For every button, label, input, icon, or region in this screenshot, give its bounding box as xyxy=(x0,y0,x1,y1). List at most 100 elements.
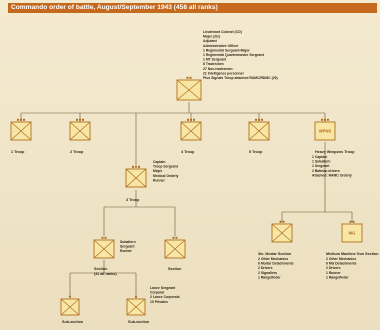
troop-symbol xyxy=(248,118,270,141)
echelon-mark xyxy=(349,220,352,223)
heavy-weapons-detail-line: 1 Subaltern xyxy=(312,160,330,164)
section-detail-line: Subaltern xyxy=(120,240,136,244)
unit-symbol-cross xyxy=(164,239,186,259)
subsection-label: Sub-section xyxy=(128,320,150,324)
heavy-weapons-detail-line: 2 Batman-drivers xyxy=(312,169,340,173)
echelon-mark xyxy=(132,165,134,168)
echelon-mark xyxy=(104,236,107,239)
echelon-mark xyxy=(352,220,355,223)
hq-detail-line: Adjutant xyxy=(203,39,218,43)
echelon-mark xyxy=(101,236,104,239)
mg-detail-line: 2 Drivers xyxy=(326,266,341,270)
subsection-detail-line: Corporal xyxy=(150,291,164,295)
mortar-detail-line: 2 Signallers xyxy=(258,271,277,275)
unit-symbol-frame xyxy=(341,223,363,243)
mg-section-label: Medium Machine Gun Section xyxy=(326,252,379,256)
hq-detail-line: 1 Regimental Quartermaster Sergeant xyxy=(203,53,265,57)
mg-section-symbol: MG xyxy=(341,220,363,243)
echelon-mark xyxy=(135,165,137,168)
subsection-symbol xyxy=(60,295,80,316)
troop3-symbol xyxy=(125,165,147,188)
echelon-mark xyxy=(321,118,323,121)
subsection-detail-line: Lance Sergeant xyxy=(150,286,176,290)
hq-detail-line: Lieutenant Colonel (CO) xyxy=(203,30,242,34)
mg-detail-line: 1 Runner xyxy=(326,271,341,275)
echelon-mark xyxy=(172,236,175,239)
echelon-mark xyxy=(17,118,19,121)
section-detail-line: Sergeant xyxy=(120,245,135,249)
echelon-mark xyxy=(282,220,285,223)
troop3-detail-line: Captain xyxy=(153,160,165,164)
troop-symbol xyxy=(69,118,91,141)
troop-symbol xyxy=(10,118,32,141)
echelon-mark xyxy=(76,118,78,121)
mg-detail-line: 2 Other Mechanics xyxy=(326,257,356,261)
echelon-mark xyxy=(69,295,71,298)
echelon-mark xyxy=(193,118,195,121)
troop-symbol: WPNS xyxy=(314,118,336,141)
mortar-detail-line: 2 Drivers xyxy=(258,266,273,270)
echelon-mark xyxy=(190,118,192,121)
echelon-mark xyxy=(20,118,22,121)
troop-label: 1 Troop xyxy=(11,150,25,154)
mortar-detail-line: 1 Rangefinder xyxy=(258,275,281,279)
troop3-detail-line: Troop Sergeant xyxy=(153,165,179,169)
troop3-label: 3 Troop xyxy=(126,198,140,202)
echelon-mark xyxy=(258,118,260,121)
hq-detail-line: Plus Signals Troop attached RAMC/RDMC (2… xyxy=(203,76,278,80)
echelon-mark xyxy=(175,236,178,239)
chart-title: Commando order of battle, August/Septemb… xyxy=(8,3,377,13)
unit-symbol-cross xyxy=(69,121,91,141)
section-symbol xyxy=(93,236,115,259)
echelon-mark xyxy=(327,118,329,121)
troop-label: 2 Troop xyxy=(70,150,84,154)
unit-symbol-cross xyxy=(180,121,202,141)
unit-symbol-cross xyxy=(60,298,80,316)
echelon-mark xyxy=(261,118,263,121)
unit-symbol-cross xyxy=(176,79,202,101)
troop3-detail-line: Medical Orderly xyxy=(153,174,179,178)
mortar-detail-line: 6 Mortar Detachments xyxy=(258,262,294,266)
section-label: Section xyxy=(168,267,182,271)
hq-detail-line: Major (2ic) xyxy=(203,35,220,39)
troop-symbol xyxy=(180,118,202,141)
hq-symbol xyxy=(176,76,202,101)
heavy-weapons-detail-line: 1 Captain xyxy=(312,155,327,159)
echelon-mark xyxy=(23,118,25,121)
hq-detail-line: 1 MT Sergeant xyxy=(203,58,227,62)
troop3-detail-line: Runner xyxy=(153,178,166,182)
subsection-label: Sub-section xyxy=(62,320,84,324)
section-label: Section xyxy=(94,267,108,271)
echelon-mark xyxy=(279,220,282,223)
hq-detail-line: 1 Regimental Sergeant-Major xyxy=(203,48,250,52)
unit-symbol-cross xyxy=(271,223,293,243)
hq-detail-line: 21 Intelligence personnel xyxy=(203,71,244,75)
unit-symbol-text: WPNS xyxy=(319,129,332,134)
troop-label: 5 Troop xyxy=(249,150,263,154)
heavy-weapons-detail-line: 1 Sergeant xyxy=(312,164,330,168)
heavy-weapons-detail-line: Attached: RAMC Orderly xyxy=(312,173,352,177)
unit-symbol-cross xyxy=(10,121,32,141)
section-sublabel: (31 all ranks) xyxy=(94,272,117,276)
echelon-mark xyxy=(138,165,140,168)
troop-label: 4 Troop xyxy=(181,150,195,154)
echelon-mark xyxy=(186,76,189,79)
section-symbol xyxy=(164,236,186,259)
mortar-detail-line: 2 Other Mechanics xyxy=(258,257,288,261)
mg-detail-line: 6 MG Detachments xyxy=(326,262,357,266)
unit-symbol-text: MG xyxy=(349,231,356,236)
echelon-mark xyxy=(82,118,84,121)
echelon-mark xyxy=(255,118,257,121)
hq-detail-line: Administrative Officer xyxy=(203,44,239,48)
unit-symbol-cross xyxy=(93,239,115,259)
subsection-symbol xyxy=(126,295,146,316)
echelon-mark xyxy=(187,118,189,121)
mortar-section-symbol xyxy=(271,220,293,243)
unit-symbol-cross xyxy=(248,121,270,141)
unit-symbol-cross xyxy=(125,168,147,188)
echelon-mark xyxy=(189,76,192,79)
troop3-detail-line: Major xyxy=(153,169,163,173)
echelon-mark xyxy=(135,295,137,298)
